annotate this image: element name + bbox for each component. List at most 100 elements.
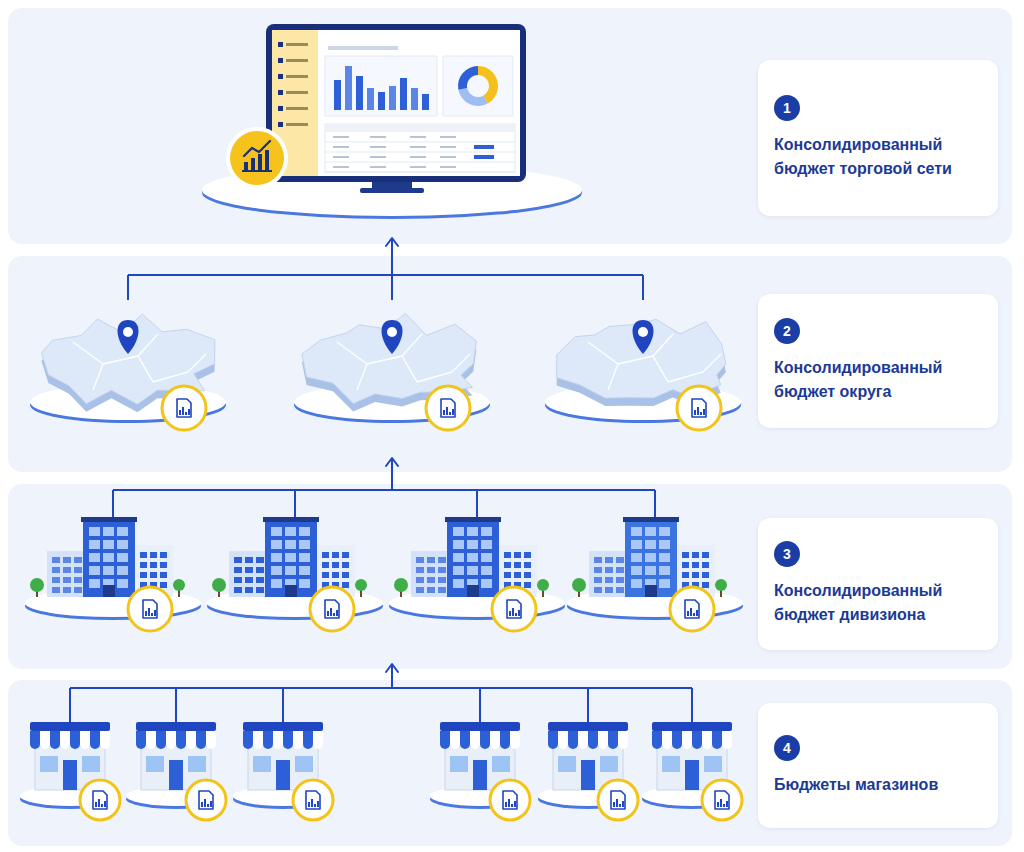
awning-stripe xyxy=(598,731,608,744)
window xyxy=(117,553,128,562)
chart-bar xyxy=(378,92,385,110)
awning-stripe xyxy=(652,731,662,744)
window xyxy=(63,557,71,563)
icon-ring xyxy=(492,587,536,631)
window xyxy=(438,567,446,573)
awning-scallop xyxy=(608,744,618,749)
level-number: 3 xyxy=(774,541,800,567)
awning-stripe xyxy=(480,731,490,744)
map-border xyxy=(337,342,367,390)
document-bar xyxy=(333,613,335,616)
document-bar xyxy=(104,801,106,807)
window xyxy=(467,553,478,562)
table-mark xyxy=(474,145,494,149)
document-icon xyxy=(177,399,191,417)
window xyxy=(299,579,310,588)
window xyxy=(594,587,602,593)
table-cell xyxy=(410,156,426,158)
sidebar-icon xyxy=(278,122,283,127)
window xyxy=(453,527,464,536)
awning-scallop xyxy=(243,744,253,749)
document-bar xyxy=(717,802,719,807)
window xyxy=(682,552,689,558)
building-tower xyxy=(265,519,317,597)
window xyxy=(117,579,128,588)
window xyxy=(299,566,310,575)
awning-scallop xyxy=(450,744,460,749)
awning-scallop xyxy=(156,744,166,749)
window xyxy=(702,572,709,578)
analytics-icon xyxy=(230,131,284,185)
awning-stripe xyxy=(682,731,692,744)
icon-ring xyxy=(186,780,226,820)
badge-texts: 2 xyxy=(783,324,791,338)
table-rule xyxy=(325,162,515,163)
window xyxy=(342,552,349,558)
document-bar xyxy=(185,412,187,415)
window xyxy=(140,572,147,578)
window xyxy=(150,552,157,558)
window xyxy=(702,552,709,558)
document-bar xyxy=(314,804,316,807)
awning-scallop xyxy=(196,744,206,749)
bracket-drop xyxy=(691,688,693,722)
window xyxy=(103,553,114,562)
window xyxy=(234,587,242,593)
document-bar xyxy=(511,804,513,807)
table-cell xyxy=(370,146,386,148)
awning-scallop xyxy=(500,744,510,749)
window xyxy=(416,587,424,593)
awning-stripe xyxy=(70,731,80,744)
level-band xyxy=(8,256,1012,472)
card-content: 3Консолидированный бюджет дивизиона xyxy=(774,541,986,627)
awning-stripe xyxy=(510,731,520,744)
level-card: 2Консолидированный бюджет округа xyxy=(758,294,998,428)
card-content: 4Бюджеты магазинов xyxy=(774,735,986,797)
document-bar xyxy=(95,802,97,807)
window xyxy=(299,553,310,562)
awning-scallop xyxy=(90,744,100,749)
document-bar xyxy=(616,799,618,807)
building-roof xyxy=(263,517,319,522)
budget-icon xyxy=(293,780,333,820)
bracket-drop xyxy=(112,490,114,518)
window xyxy=(150,562,157,568)
window xyxy=(245,577,253,583)
awning-stripe xyxy=(702,731,712,744)
badge-texts: 1 xyxy=(783,101,791,115)
bracket-drop xyxy=(476,490,478,518)
window xyxy=(427,587,435,593)
map-border xyxy=(588,342,618,390)
analytics-bar xyxy=(251,158,255,170)
awning-stripe xyxy=(588,731,598,744)
budget-icon xyxy=(677,386,721,430)
trend-line xyxy=(244,141,270,156)
building-tower xyxy=(83,519,135,597)
window xyxy=(416,567,424,573)
window xyxy=(160,552,167,558)
window xyxy=(427,567,435,573)
window xyxy=(299,540,310,549)
document-bar xyxy=(101,804,103,807)
level-label: Бюджеты магазинов xyxy=(774,773,986,797)
window xyxy=(616,567,624,573)
table-cell xyxy=(333,136,349,138)
bracket-drop xyxy=(282,688,284,722)
icon-ring xyxy=(162,386,206,430)
window xyxy=(63,587,71,593)
window xyxy=(256,577,264,583)
window xyxy=(299,527,310,536)
table-cell xyxy=(410,136,426,138)
chart-bar xyxy=(345,66,352,110)
window xyxy=(438,577,446,583)
window xyxy=(504,572,511,578)
awning-scallop xyxy=(253,744,263,749)
document-bar xyxy=(204,799,206,807)
awning-scallop xyxy=(578,744,588,749)
window xyxy=(524,572,531,578)
awning-stripe xyxy=(253,731,263,744)
document-icon xyxy=(93,791,107,809)
awning-scallop xyxy=(303,744,313,749)
awning-scallop xyxy=(176,744,186,749)
document-icon xyxy=(692,399,706,417)
